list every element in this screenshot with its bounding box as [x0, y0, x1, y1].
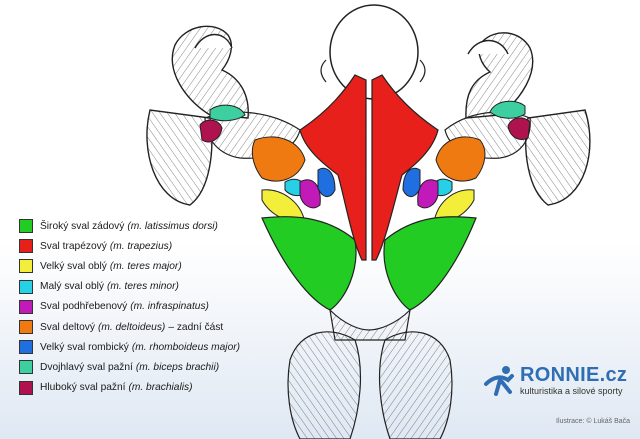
legend-item: Malý sval oblý(m. teres minor) — [19, 277, 269, 297]
left-latissimus — [261, 216, 357, 311]
left-deltoid — [251, 136, 306, 182]
left-arm — [146, 25, 249, 206]
legend-extra: – zadní část — [168, 321, 224, 333]
legend-swatch — [19, 259, 33, 274]
legend-item: Sval trapézový(m. trapezius) — [19, 236, 269, 256]
legend-name: Malý sval oblý — [40, 281, 104, 293]
right-arm — [465, 32, 591, 206]
legend-item: Široký sval zádový(m. latissimus dorsi) — [19, 216, 269, 236]
legend-swatch — [19, 219, 33, 234]
legend-name: Sval deltový — [40, 321, 95, 333]
legend-item: Velký sval rombický(m. rhomboideus major… — [19, 337, 269, 357]
logo-brand: RONNIE.cz — [520, 364, 628, 386]
legend-name: Široký sval zádový — [40, 220, 125, 232]
legend-swatch — [19, 380, 33, 395]
legend-swatch — [19, 279, 33, 294]
legend: Široký sval zádový(m. latissimus dorsi)S… — [19, 216, 269, 398]
legend-item: Velký sval oblý(m. teres major) — [19, 256, 269, 276]
right-latissimus — [383, 216, 477, 311]
illustration-credit: Ilustrace: © Lukáš Bača — [556, 418, 631, 425]
right-deltoid — [435, 136, 486, 182]
legend-swatch — [19, 239, 33, 254]
left-biceps — [209, 104, 246, 122]
right-infraspinatus — [417, 179, 439, 209]
legend-item: Hluboký sval pažní(m. brachialis) — [19, 378, 269, 398]
lower-body — [287, 308, 453, 439]
legend-swatch — [19, 299, 33, 314]
legend-latin: (m. brachialis) — [128, 382, 193, 394]
right-biceps — [489, 100, 526, 119]
legend-swatch — [19, 340, 33, 355]
legend-name: Hluboký sval pažní — [40, 382, 126, 394]
legend-latin: (m. biceps brachii) — [135, 361, 220, 373]
right-brachialis — [507, 117, 531, 140]
legend-latin: (m. infraspinatus) — [130, 301, 209, 313]
ronnie-logo[interactable]: RONNIE.cz kulturistika a silové sporty — [482, 364, 632, 414]
left-trapezius — [299, 74, 367, 261]
legend-latin: (m. rhomboideus major) — [131, 341, 241, 353]
legend-swatch — [19, 360, 33, 375]
left-brachialis — [199, 119, 223, 143]
legend-name: Velký sval oblý — [40, 260, 107, 272]
legend-item: Sval deltový(m. deltoideus)– zadní část — [19, 317, 269, 337]
legend-latin: (m. trapezius) — [109, 240, 173, 252]
legend-latin: (m. deltoideus) — [97, 321, 166, 333]
right-rhomboid — [402, 167, 421, 197]
legend-latin: (m. teres minor) — [106, 281, 179, 293]
legend-name: Velký sval rombický — [40, 341, 129, 353]
left-rhomboid — [317, 167, 336, 197]
runner-icon — [484, 366, 514, 396]
legend-name: Sval trapézový — [40, 240, 107, 252]
legend-name: Dvojhlavý sval pažní — [40, 361, 133, 373]
left-infraspinatus — [299, 179, 321, 209]
legend-latin: (m. teres major) — [109, 260, 182, 272]
logo-tagline: kulturistika a silové sporty — [520, 386, 623, 396]
legend-latin: (m. latissimus dorsi) — [127, 220, 218, 232]
legend-name: Sval podhřebenový — [40, 301, 128, 313]
right-trapezius — [371, 74, 439, 261]
legend-item: Dvojhlavý sval pažní(m. biceps brachii) — [19, 357, 269, 377]
legend-swatch — [19, 320, 33, 335]
legend-item: Sval podhřebenový(m. infraspinatus) — [19, 297, 269, 317]
